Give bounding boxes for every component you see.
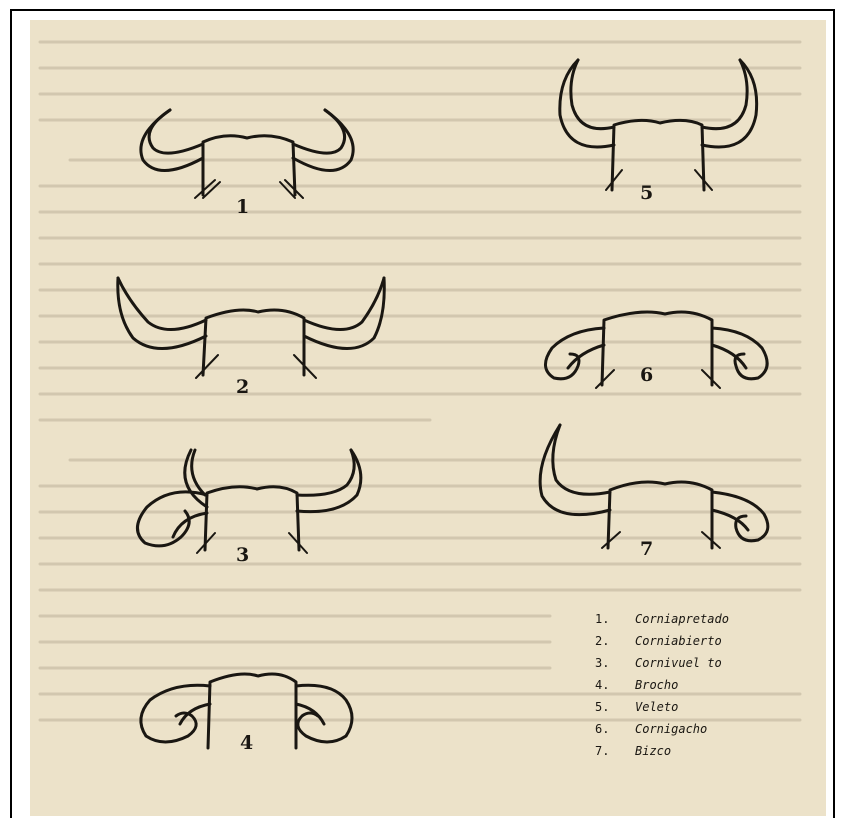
legend-item: 6.Cornigacho [595,718,729,740]
legend-item: 7.Bizco [595,740,729,762]
figure-7-horns [530,420,780,550]
legend-item: 1.Corniapretado [595,608,729,630]
legend-item: 4.Brocho [595,674,729,696]
figure-3-horns [125,445,365,555]
figure-5-number: 5 [640,182,653,204]
figure-2-number: 2 [236,376,249,398]
figure-4-number: 4 [240,732,253,754]
legend-item: 5.Veleto [595,696,729,718]
figure-7-number: 7 [640,538,653,560]
legend-item: 2.Corniabierto [595,630,729,652]
figure-5-horns [530,55,780,195]
figure-6-number: 6 [640,364,653,386]
legend-item: 3.Cornivuel to [595,652,729,674]
book-page: 1 5 2 6 3 7 4 1.Corniapretado 2.Corniabi… [30,20,826,816]
figure-1-horns [125,100,365,200]
figure-3-number: 3 [236,544,249,566]
horn-type-legend: 1.Corniapretado 2.Corniabierto 3.Cornivu… [595,608,729,762]
figure-1-number: 1 [236,196,249,218]
figure-2-horns [108,260,388,380]
